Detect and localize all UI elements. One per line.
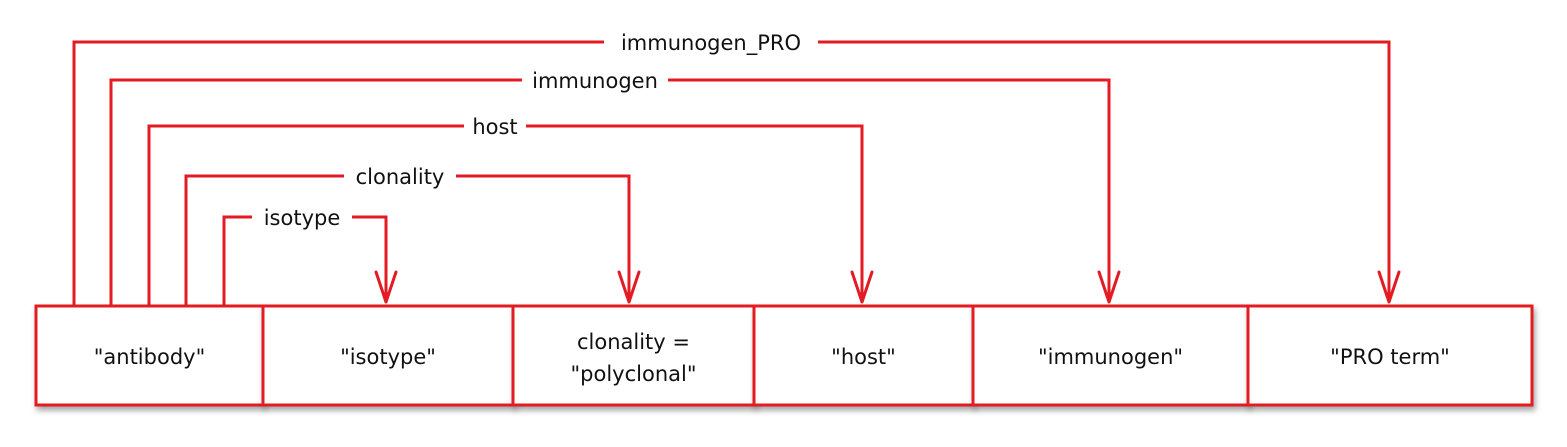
node-label: "isotype"	[340, 345, 436, 369]
edge-label: host	[472, 115, 517, 139]
edge-host: host	[147, 115, 874, 306]
node-isotype: "isotype"	[261, 304, 515, 407]
node-box	[752, 304, 975, 407]
node-box	[1246, 304, 1534, 407]
node-pro-term: "PRO term"	[1246, 304, 1534, 407]
arrowhead-icon	[1377, 270, 1401, 304]
nodes: "antibody" "isotype" clonality = "polycl…	[34, 304, 1534, 407]
edge-label: immunogen	[532, 69, 658, 93]
node-clonality: clonality = "polyclonal"	[511, 304, 756, 407]
edge-line	[184, 174, 631, 306]
arrowhead-icon	[850, 270, 874, 304]
edge-clonality: clonality	[184, 165, 641, 306]
node-box	[261, 304, 515, 407]
edge-label: isotype	[264, 206, 341, 230]
node-label: "polyclonal"	[571, 362, 697, 386]
node-immunogen: "immunogen"	[971, 304, 1250, 407]
node-label: "antibody"	[94, 345, 206, 369]
edge-line	[72, 40, 1391, 306]
node-antibody: "antibody"	[34, 304, 265, 407]
arrowhead-icon	[1097, 270, 1121, 304]
node-label: clonality =	[577, 330, 690, 354]
edge-immunogen: immunogen	[109, 69, 1121, 306]
edge-label: immunogen_PRO	[621, 31, 801, 56]
node-box	[511, 304, 756, 407]
node-host: "host"	[752, 304, 975, 407]
edge-line	[222, 215, 388, 306]
edge-label: clonality	[356, 165, 445, 189]
arrowhead-icon	[617, 270, 641, 304]
edge-line	[109, 78, 1111, 306]
node-box	[34, 304, 265, 407]
node-label: "PRO term"	[1330, 345, 1450, 369]
edge-isotype: isotype	[222, 206, 398, 306]
edge-immunogen-pro: immunogen_PRO	[72, 31, 1401, 306]
edge-line	[147, 124, 864, 306]
node-label: "immunogen"	[1038, 345, 1183, 369]
node-label: "host"	[831, 345, 896, 369]
arrowhead-icon	[374, 270, 398, 304]
edges: immunogen_PRO immunogen host clonality i…	[72, 31, 1401, 306]
